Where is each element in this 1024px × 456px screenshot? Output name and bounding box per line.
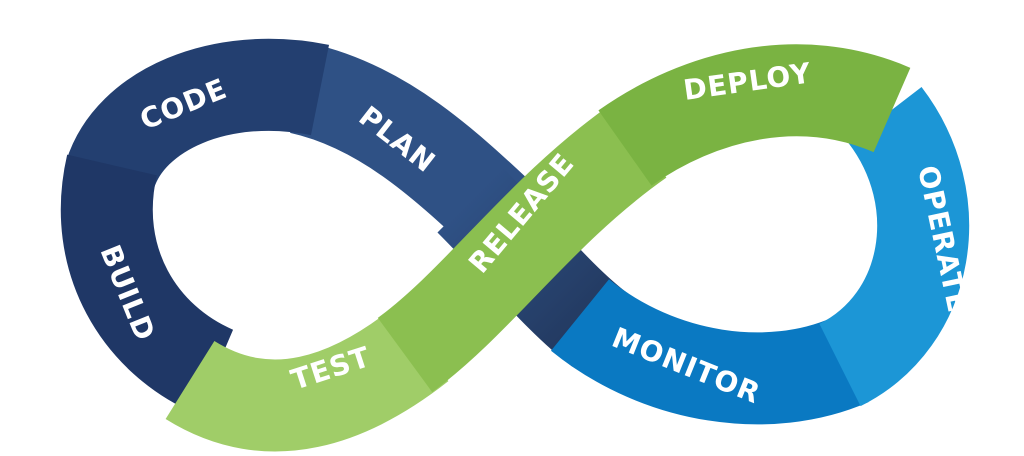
- segment-test: [165, 308, 449, 452]
- segment-release: [377, 102, 667, 393]
- segment-deploy: [598, 44, 911, 187]
- segment-build: [60, 154, 235, 415]
- segment-operate: [817, 87, 970, 407]
- segment-monitor: [551, 278, 869, 425]
- segment-code: [66, 38, 329, 192]
